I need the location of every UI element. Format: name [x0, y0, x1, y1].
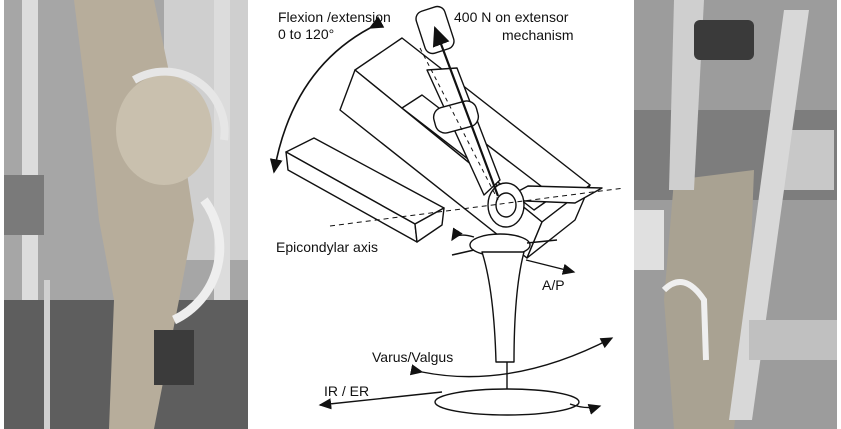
flexion-arc-arrow	[269, 16, 385, 174]
base-plate	[434, 388, 580, 416]
photo-left-specimen	[4, 0, 248, 429]
ir-er-arrow	[318, 391, 443, 410]
lower-rail-end	[414, 207, 445, 243]
label-ap: A/P	[542, 277, 565, 293]
label-flexion-line1: Flexion /extension	[278, 9, 391, 25]
femur-shaft	[426, 67, 501, 196]
label-load-line2: mechanism	[502, 27, 574, 43]
label-load-line1: 400 N on extensor	[454, 9, 569, 25]
ap-arrow	[525, 259, 576, 275]
label-flexion-line2: 0 to 120°	[278, 26, 334, 42]
varus-valgus-arrow	[409, 337, 614, 378]
specimen-rig-illustration	[4, 0, 248, 429]
extensor-load-arrow	[432, 25, 500, 197]
label-epicondylar-axis: Epicondylar axis	[276, 239, 378, 255]
tibia-shaft	[481, 251, 525, 363]
epicondylar-axis-line	[329, 187, 625, 227]
label-ir-er: IR / ER	[324, 383, 369, 399]
photo-right-mounted-specimen	[634, 0, 837, 429]
label-varus-valgus: Varus/Valgus	[372, 349, 453, 365]
femur-clamp	[432, 100, 480, 134]
test-rig-schematic: Flexion /extension 0 to 120° 400 N on ex…	[269, 5, 625, 416]
mounted-specimen-illustration	[634, 0, 837, 429]
